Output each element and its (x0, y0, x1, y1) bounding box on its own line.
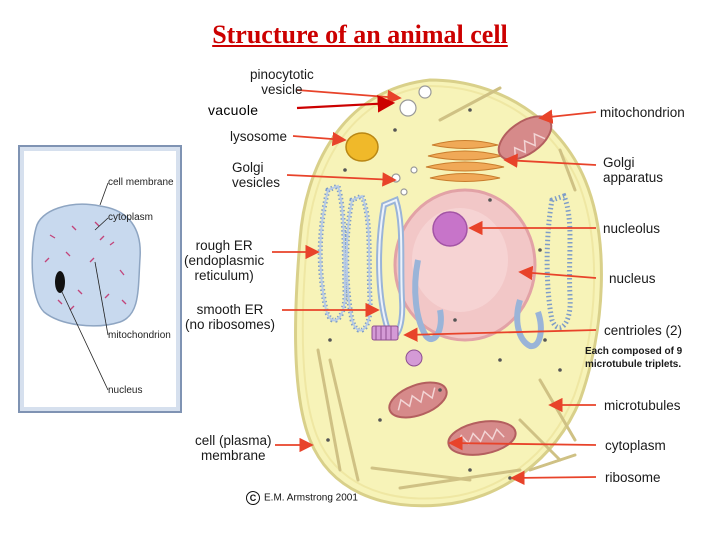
label-nucleolus: nucleolus (603, 221, 661, 236)
arrow-golgi-vesicles (286, 172, 397, 187)
golgi-shape (425, 140, 505, 182)
ribosome-dots (326, 108, 562, 480)
inset-label-cell-membrane: cell membrane (108, 177, 174, 188)
inset-mitochondria (44, 221, 127, 311)
label-mitochondrion: mitochondrion (600, 105, 685, 120)
right-er-shape (544, 192, 573, 330)
arrow-nucleus (518, 265, 597, 281)
inset-nucleus (55, 271, 65, 293)
microtubules-shape (316, 86, 577, 490)
copyright-text: E.M. Armstrong 2001 (264, 492, 358, 504)
membrane-inner-line (301, 84, 596, 500)
inset-label-nucleus: nucleus (108, 385, 143, 396)
label-cytoplasm: cytoplasm (605, 438, 666, 453)
main-cell (294, 78, 603, 508)
copyright-icon: C (246, 491, 260, 505)
inset-label-mitochondrion: mitochondrion (108, 330, 171, 341)
label-centrioles-note: Each composed of 9 microtubule triplets. (585, 346, 683, 370)
arrow-golgi-apparatus (503, 153, 597, 168)
inset-cell-body (31, 203, 141, 327)
label-golgi-apparatus: Golgi apparatus (603, 155, 664, 185)
arrow-vacuole (296, 95, 396, 113)
label-pinocytotic-vesicle: pinocytotic vesicle (250, 67, 314, 97)
arrow-cytoplasm (448, 435, 597, 451)
label-ribosome: ribosome (605, 470, 661, 485)
page-title: Structure of an animal cell (212, 20, 508, 49)
label-nucleus: nucleus (609, 271, 656, 286)
lysosome-shape (345, 132, 379, 162)
inset-label-cytoplasm: cytoplasm (108, 212, 154, 223)
inset-leader-lines (61, 182, 109, 391)
inset-cell-drawing (31, 182, 141, 391)
right-smooth-er (514, 299, 544, 350)
label-cell-membrane: cell (plasma) membrane (195, 433, 272, 463)
arrow-lysosome (292, 131, 347, 147)
label-smooth-er: smooth ER (no ribosomes) (185, 302, 276, 332)
rough-er-core (319, 184, 372, 332)
arrow-ribosome (510, 470, 597, 486)
label-golgi-vesicles: Golgi vesicles (232, 160, 281, 190)
pointer-arrows (272, 89, 597, 486)
vacuole-label: vacuole (208, 102, 259, 118)
label-lysosome: lysosome (230, 129, 288, 144)
arrow-mitochondrion (538, 109, 597, 124)
label-rough-er: rough ER (endoplasmic reticulum) (184, 238, 265, 283)
arrow-centrioles (403, 327, 597, 342)
label-microtubules: microtubules (604, 398, 681, 413)
nucleolus-shape (432, 211, 468, 247)
centrioles-shape (371, 325, 423, 367)
copyright-note: C E.M. Armstrong 2001 (246, 491, 358, 505)
label-centrioles: centrioles (2) (604, 323, 683, 338)
